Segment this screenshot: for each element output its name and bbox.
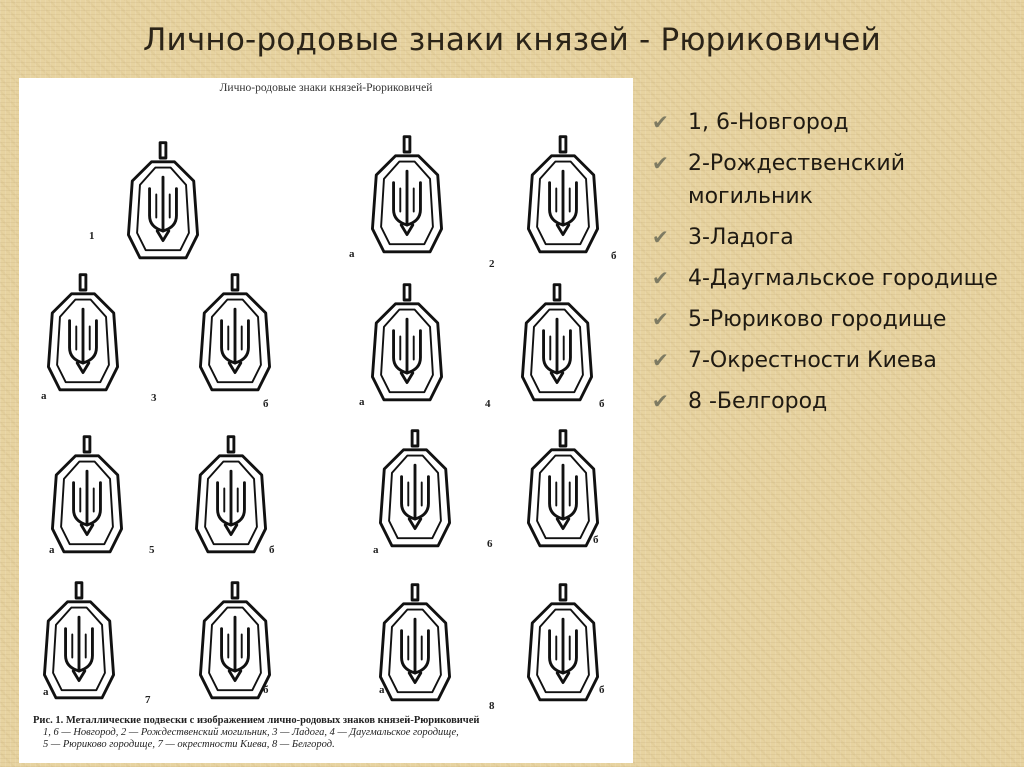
list-item: ✔4-Даугмальское городище (652, 262, 1012, 295)
label-2a: а (349, 248, 355, 260)
pendant-figure: Лично-родовые знаки князей-Рюриковичей 1… (19, 78, 633, 763)
checkmark-icon: ✔ (652, 151, 669, 175)
checkmark-icon: ✔ (652, 307, 669, 331)
list-item: ✔1, 6-Новгород (652, 106, 1012, 139)
pendant-7a (31, 576, 127, 716)
location-list: ✔1, 6-Новгород ✔2-Рождественский могильн… (652, 106, 1012, 426)
label-7b: б (263, 684, 269, 696)
checkmark-icon: ✔ (652, 348, 669, 372)
trident-pendant-icon (527, 429, 599, 548)
pendant-3b (187, 268, 283, 408)
caption-line-2: 1, 6 — Новгород, 2 — Рождественский моги… (43, 727, 459, 738)
trident-pendant-icon (43, 581, 115, 700)
list-item: ✔2-Рождественский могильник (652, 147, 1012, 213)
caption-line-3: 5 — Рюриково городище, 7 — окрестности К… (43, 739, 335, 750)
label-6a: а (373, 544, 379, 556)
figure-caption: Рис. 1. Металлические подвески с изображ… (33, 715, 629, 751)
pendant-4a (359, 278, 455, 418)
pendant-5a (39, 430, 135, 570)
label-6b: б (593, 534, 599, 546)
pendant-1 (115, 136, 211, 276)
trident-pendant-icon (195, 435, 267, 554)
label-3: 3 (151, 392, 157, 404)
label-2: 2 (489, 258, 495, 270)
label-4a: а (359, 396, 365, 408)
checkmark-icon: ✔ (652, 389, 669, 413)
slide-title: Лично-родовые знаки князей - Рюриковичей (143, 22, 881, 58)
pendant-7b (187, 576, 283, 716)
label-2b: б (611, 250, 617, 262)
figure-heading: Лично-родовые знаки князей-Рюриковичей (219, 82, 433, 94)
trident-pendant-icon (527, 583, 599, 702)
label-8a: а (379, 684, 385, 696)
label-7a: а (43, 686, 49, 698)
pendant-4b (509, 278, 605, 418)
trident-pendant-icon (47, 273, 119, 392)
trident-pendant-icon (51, 435, 123, 554)
checkmark-icon: ✔ (652, 225, 669, 249)
list-item: ✔8 -Белгород (652, 385, 1012, 418)
pendant-8a (367, 578, 463, 718)
list-item: ✔7-Окрестности Киева (652, 344, 1012, 377)
pendant-8b (515, 578, 611, 718)
label-5: 5 (149, 544, 155, 556)
trident-pendant-icon (199, 581, 271, 700)
label-5b: б (269, 544, 275, 556)
trident-pendant-icon (371, 135, 443, 254)
pendant-6a (367, 424, 463, 564)
checkmark-icon: ✔ (652, 266, 669, 290)
label-4: 4 (485, 398, 491, 410)
trident-pendant-icon (199, 273, 271, 392)
trident-pendant-icon (127, 141, 199, 260)
label-5a: а (49, 544, 55, 556)
trident-pendant-icon (371, 283, 443, 402)
label-7: 7 (145, 694, 151, 706)
trident-pendant-icon (379, 429, 451, 548)
label-8b: б (599, 684, 605, 696)
list-item: ✔5-Рюриково городище (652, 303, 1012, 336)
label-3b: б (263, 398, 269, 410)
caption-line-1: Рис. 1. Металлические подвески с изображ… (33, 715, 480, 726)
label-8: 8 (489, 700, 495, 712)
trident-pendant-icon (527, 135, 599, 254)
trident-pendant-icon (379, 583, 451, 702)
pendant-5b (183, 430, 279, 570)
list-item: ✔3-Ладога (652, 221, 1012, 254)
pendant-2a (359, 130, 455, 270)
label-4b: б (599, 398, 605, 410)
label-3a: а (41, 390, 47, 402)
pendant-3a (35, 268, 131, 408)
label-6: 6 (487, 538, 493, 550)
checkmark-icon: ✔ (652, 110, 669, 134)
trident-pendant-icon (521, 283, 593, 402)
pendant-2b (515, 130, 611, 270)
label-1: 1 (89, 230, 95, 242)
pendant-6b (515, 424, 611, 564)
